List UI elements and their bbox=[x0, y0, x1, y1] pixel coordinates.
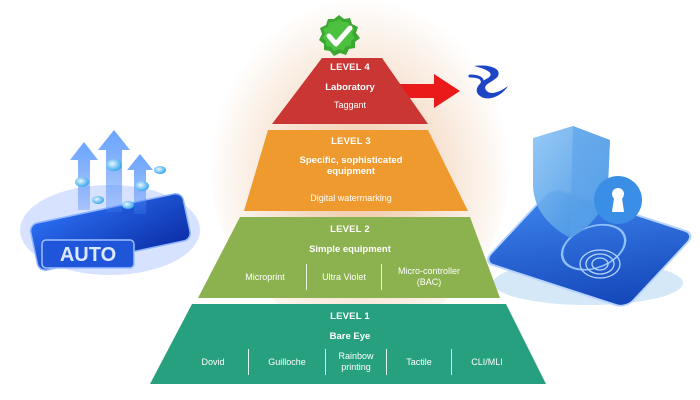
checkmark-badge-icon bbox=[319, 15, 360, 56]
level-1-subtitle: Bare Eye bbox=[329, 331, 371, 342]
divider bbox=[386, 349, 387, 375]
level-2-items-row: Microprint Ultra Violet Micro-controller… bbox=[200, 264, 500, 290]
level-4-item: Taggant bbox=[333, 100, 367, 110]
level-2-title: LEVEL 2 bbox=[330, 224, 370, 235]
level-1-title: LEVEL 1 bbox=[330, 311, 370, 322]
auto-phone-illustration: AUTO bbox=[20, 130, 200, 275]
level-2-item: Ultra Violet bbox=[322, 271, 366, 282]
pyramid-level-3: LEVEL 3 Specific, sophisticated equipmen… bbox=[276, 136, 426, 208]
pyramid-level-2: LEVEL 2 Simple equipment Microprint Ultr… bbox=[200, 222, 500, 296]
pyramid-level-3-shape bbox=[244, 130, 468, 211]
level-4-subtitle: Laboratory bbox=[325, 82, 375, 93]
auto-label: AUTO bbox=[60, 244, 116, 266]
level-2-item: Microprint bbox=[245, 271, 285, 282]
pyramid-level-4-shape bbox=[272, 58, 428, 124]
fingerprint-icon bbox=[579, 249, 621, 279]
level-3-title: LEVEL 3 bbox=[331, 136, 371, 147]
runner-logo-icon bbox=[468, 65, 508, 99]
divider bbox=[325, 349, 326, 375]
level-1-item: CLI/MLI bbox=[471, 356, 503, 367]
divider bbox=[306, 264, 307, 290]
pyramid-level-4: LEVEL 4 Laboratory Taggant bbox=[290, 62, 410, 122]
level-1-items-row: Dovid Guilloche Rainbow printing Tactile… bbox=[160, 349, 540, 375]
red-arrow-icon bbox=[398, 74, 460, 108]
divider bbox=[248, 349, 249, 375]
level-1-item: Rainbow printing bbox=[338, 351, 374, 372]
secure-phone-illustration bbox=[487, 126, 692, 307]
level-1-item: Tactile bbox=[406, 356, 432, 367]
level-2-item: Micro-controller (BAC) bbox=[397, 266, 460, 287]
pyramid-level-2-shape bbox=[198, 217, 500, 298]
divider bbox=[381, 264, 382, 290]
pyramid-level-1-shape bbox=[150, 304, 546, 384]
coins-icon bbox=[75, 159, 166, 209]
pyramid-level-1: LEVEL 1 Bare Eye Dovid Guilloche Rainbow… bbox=[160, 309, 540, 381]
level-1-item: Guilloche bbox=[268, 356, 306, 367]
divider bbox=[451, 349, 452, 375]
level-4-title: LEVEL 4 bbox=[330, 62, 370, 73]
level-1-item: Dovid bbox=[201, 356, 225, 367]
level-3-subtitle: Specific, sophisticated equipment bbox=[299, 155, 403, 177]
level-2-subtitle: Simple equipment bbox=[309, 244, 391, 255]
level-3-item: Digital watermarking bbox=[310, 193, 392, 203]
